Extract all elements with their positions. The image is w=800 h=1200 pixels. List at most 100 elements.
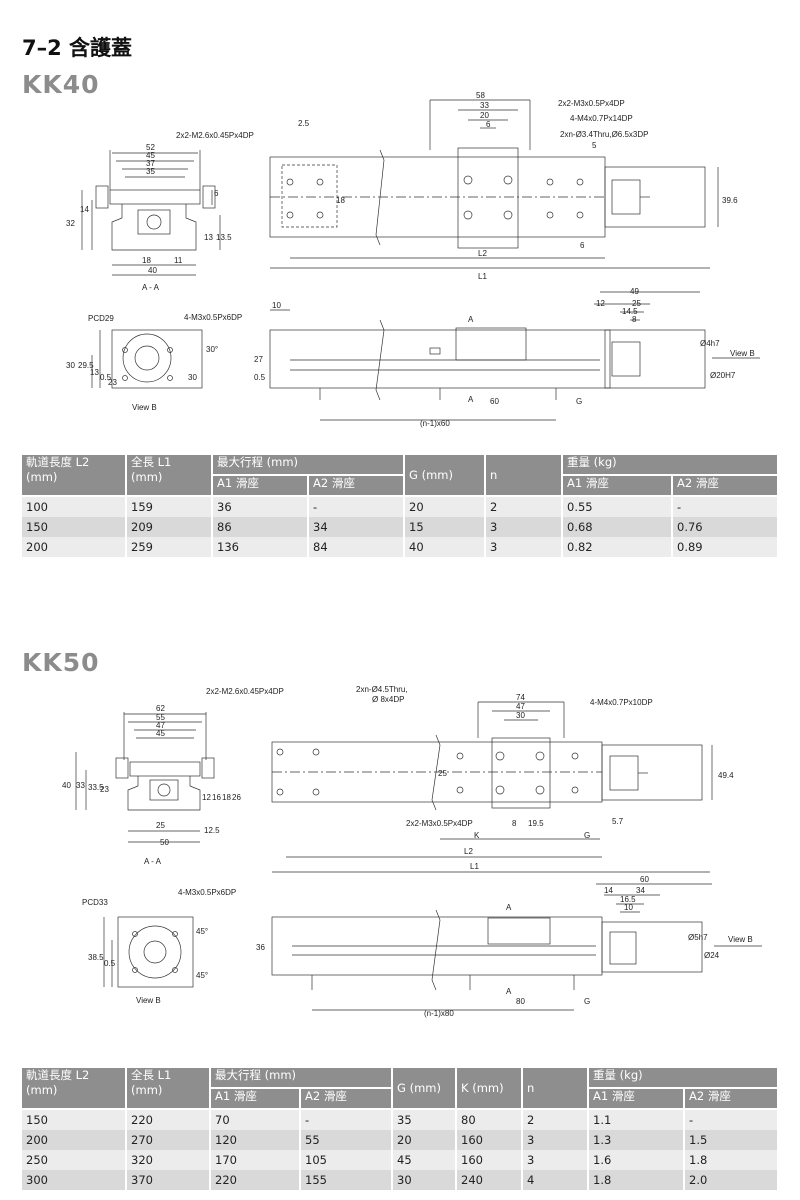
kk40-spec-table: 軌道長度 L2 (mm) 全長 L1 (mm) 最大行程 (mm) G (mm)…	[22, 455, 780, 557]
table-cell: 200	[22, 537, 127, 557]
th-weight: 重量 (kg)	[562, 455, 780, 476]
table-cell: 250	[22, 1150, 127, 1170]
callout: 2x2-M2.6x0.45Px4DP	[176, 131, 254, 140]
callout: 4-M3x0.5Px6DP	[178, 888, 236, 897]
table-cell: 0.89	[672, 537, 780, 557]
dim: 55	[156, 713, 165, 722]
callout: 2xn-Ø4.5Thru,	[356, 685, 408, 694]
callout: 2xn-Ø3.4Thru,Ø6.5x3DP	[560, 130, 648, 139]
kk50-side-view	[271, 883, 762, 1011]
dim: 33	[76, 781, 85, 790]
model-title-kk40: KK40	[22, 70, 100, 99]
table-cell: 1.5	[684, 1130, 780, 1150]
dim: 36	[256, 943, 265, 952]
dim: 38.5	[88, 953, 104, 962]
dim: 45°	[196, 971, 208, 980]
dim: 23	[108, 378, 117, 387]
table-cell: 45	[392, 1150, 458, 1170]
dim: 14	[604, 886, 613, 895]
table-cell: 370	[126, 1170, 211, 1190]
callout: 4-M3x0.5Px6DP	[184, 313, 242, 322]
table-cell: 0.55	[562, 496, 674, 517]
callout: PCD33	[82, 898, 108, 907]
th-total-length: 全長 L1 (mm)	[126, 1068, 211, 1110]
table-cell: 36	[212, 496, 309, 517]
table-cell: 3	[485, 537, 564, 557]
dim: 50	[160, 838, 169, 847]
dim: 26	[232, 793, 241, 802]
table-cell: 1.8	[684, 1150, 780, 1170]
table-cell: -	[684, 1109, 780, 1130]
dim: 30°	[206, 345, 218, 354]
table-cell: 220	[126, 1109, 211, 1130]
th-stroke-a1: A1 滑座	[212, 475, 309, 497]
dim: 16.5	[620, 895, 636, 904]
kk50-view-b	[103, 916, 194, 988]
dim: 52	[146, 143, 155, 152]
dim: 25	[438, 769, 447, 778]
th-weight-a1: A1 滑座	[588, 1088, 686, 1110]
dim: 13	[204, 233, 213, 242]
dim: 45	[146, 151, 155, 160]
callout: 4-M4x0.7Px10DP	[590, 698, 653, 707]
label-l1: L1	[478, 272, 487, 281]
dim: 13.5	[216, 233, 232, 242]
dim: 12	[596, 299, 605, 308]
dim: 5	[592, 141, 597, 150]
model-title-kk50: KK50	[22, 648, 100, 677]
table-cell: 3	[522, 1130, 590, 1150]
dim: 58	[476, 91, 485, 100]
dim: 2.5	[298, 119, 310, 128]
dim: 33	[480, 101, 489, 110]
table-cell: 2	[522, 1109, 590, 1130]
table-cell: 0.76	[672, 517, 780, 537]
th-n: n	[522, 1068, 590, 1110]
label-l1: L1	[470, 862, 479, 871]
dim: 47	[516, 702, 525, 711]
dim: 5.7	[612, 817, 624, 826]
dim: 13	[90, 368, 99, 377]
table-cell: 2	[485, 496, 564, 517]
th-total-length: 全長 L1 (mm)	[126, 455, 213, 497]
dim: 6	[214, 189, 219, 198]
table-cell: 55	[300, 1130, 394, 1150]
dim: 12.5	[204, 826, 220, 835]
table-cell: 160	[456, 1130, 524, 1150]
table-cell: 136	[212, 537, 309, 557]
dim: 37	[146, 159, 155, 168]
dim: 18	[222, 793, 231, 802]
dim: Ø5h7	[688, 933, 708, 942]
callout: 2x2-M3x0.5Px4DP	[406, 819, 473, 828]
th-weight-a1: A1 滑座	[562, 475, 674, 497]
th-rail-length: 軌道長度 L2 (mm)	[22, 1068, 127, 1110]
label-l2: L2	[464, 847, 473, 856]
table-cell: 1.3	[588, 1130, 686, 1150]
table-cell: 150	[22, 517, 127, 537]
label-view-b-arrow: View B	[730, 349, 755, 358]
label-view-b: View B	[136, 996, 161, 1005]
table-cell: 0.68	[562, 517, 674, 537]
label-view-b-arrow: View B	[728, 935, 753, 944]
label-g-side: G	[584, 997, 590, 1006]
table-cell: 20	[404, 496, 487, 517]
dim: 62	[156, 704, 165, 713]
table-cell: 35	[392, 1109, 458, 1130]
table-cell: 259	[126, 537, 213, 557]
dim: 80	[516, 997, 525, 1006]
dim: 25	[632, 299, 641, 308]
dim: 8	[512, 819, 517, 828]
kk40-drawing: 52 45 37 35 6 32 14 13 13.5 18 11 40 A -…	[66, 91, 760, 428]
table-cell: 1.8	[588, 1170, 686, 1190]
table-cell: 80	[456, 1109, 524, 1130]
section-label: A - A	[142, 283, 160, 292]
dim: 29.5	[78, 361, 94, 370]
table-cell: 159	[126, 496, 213, 517]
kk40-section-aa	[81, 150, 221, 276]
dim: 10	[272, 301, 281, 310]
table-cell: 20	[392, 1130, 458, 1150]
dim: 18	[142, 256, 151, 265]
dim: 40	[62, 781, 71, 790]
